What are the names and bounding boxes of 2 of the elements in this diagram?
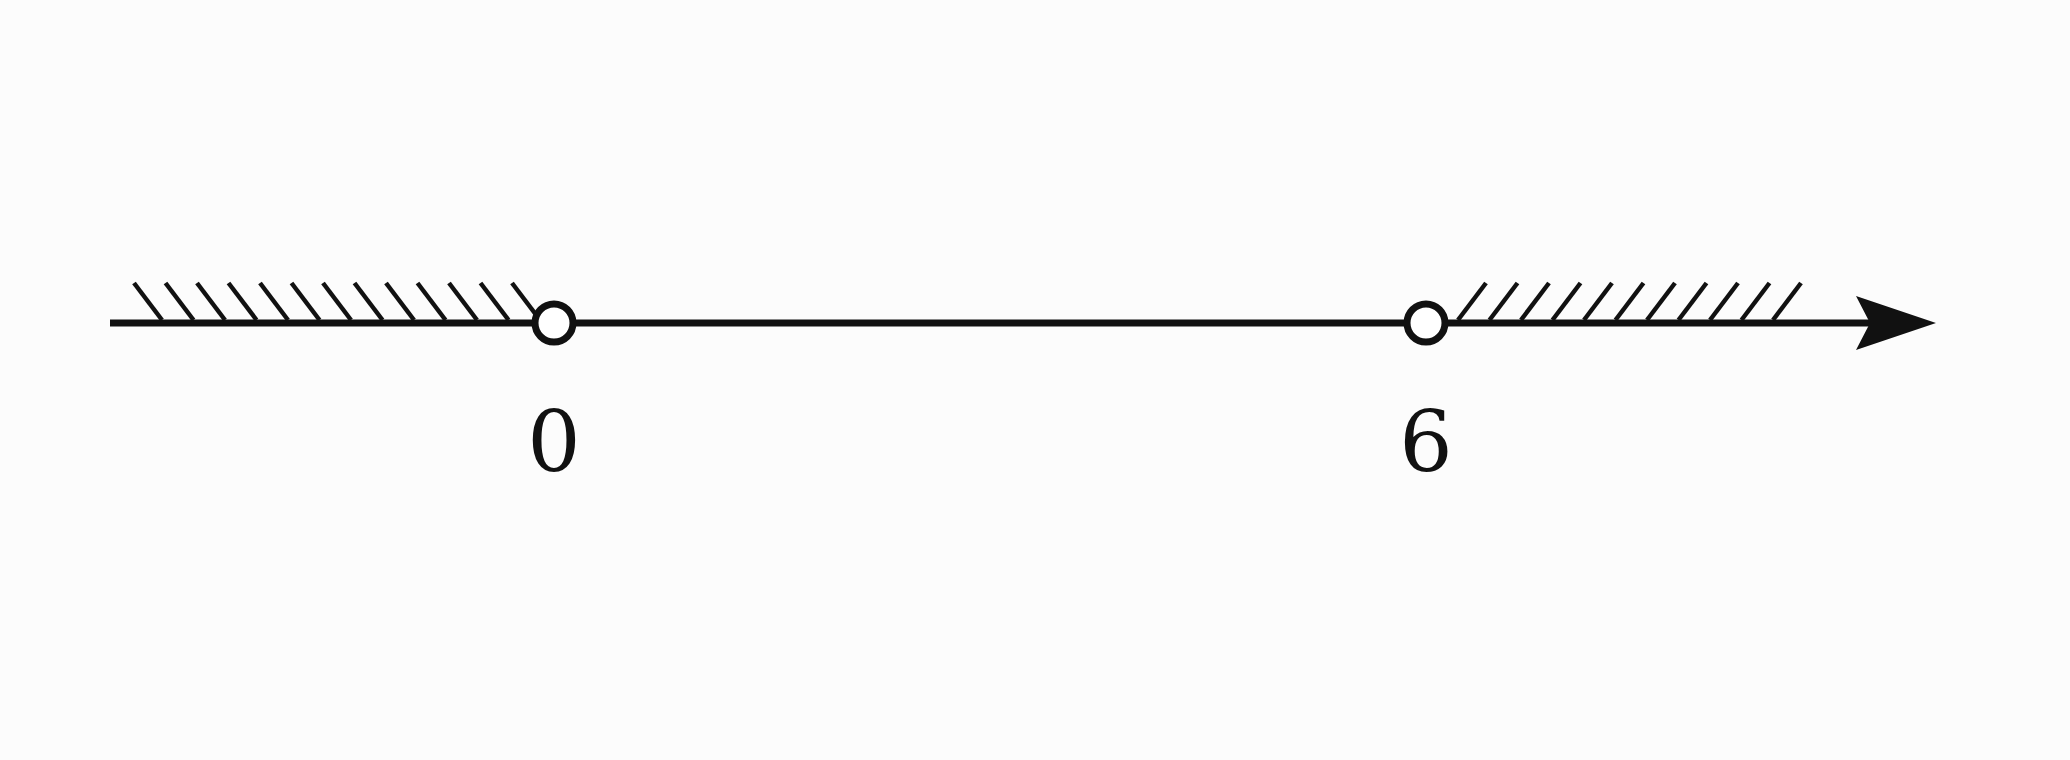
tick-label: 6 xyxy=(1399,400,1453,484)
tick-label: 0 xyxy=(527,400,581,484)
